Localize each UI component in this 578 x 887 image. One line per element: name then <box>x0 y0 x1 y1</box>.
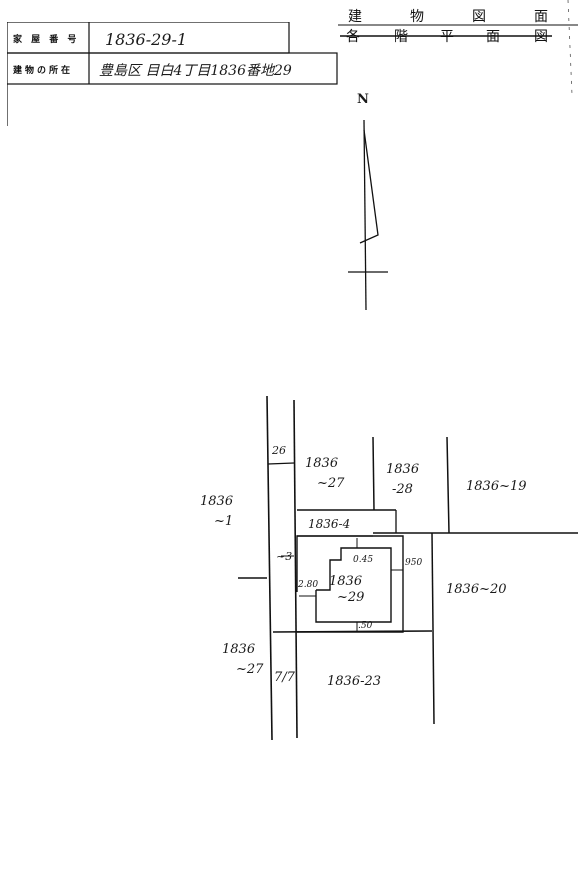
lot-number: 1836 <box>305 456 339 471</box>
lot-suffix: -28 <box>392 482 413 497</box>
lot-suffix: ~29 <box>337 590 365 605</box>
dimension-2-80: 2.80 <box>298 580 319 590</box>
lot-1836-23-label: 1836-23 <box>327 674 382 689</box>
title-char: 面 <box>534 9 548 25</box>
title-char: 図 <box>472 9 486 25</box>
dimension-950: 950 <box>405 558 423 568</box>
lot-1836-1-label: 1836 ~1 <box>200 492 233 532</box>
title-char: 面 <box>486 29 500 45</box>
lot-number: 1836 <box>386 462 420 477</box>
lot-suffix: ~1 <box>214 514 234 529</box>
title-char: 図 <box>534 29 548 45</box>
north-arrow-icon <box>348 119 388 311</box>
lot-1836-28-label: 1836 -28 <box>386 460 419 500</box>
title-char: 平 <box>440 29 454 45</box>
road-mark-label: 7/7 <box>274 670 295 685</box>
house-number-label: 家 屋 番 号 <box>13 35 80 45</box>
lot-1836-19-label: 1836~19 <box>466 479 527 494</box>
lot-1836-27-bottom-label: 1836 ~27 <box>222 640 263 680</box>
lot-number: 1836 <box>200 494 234 509</box>
house-number-value: 1836-29-1 <box>105 30 188 49</box>
title-char: 物 <box>410 9 424 25</box>
location-label: 建物の所在 <box>13 66 74 76</box>
header-table: 家 屋 番 号 1836-29-1 建物の所在 豊島区 目白4丁目1836番地2… <box>7 22 338 126</box>
lot-1836-29-label: 1836 ~29 <box>329 572 364 608</box>
lot-number: 1836 <box>329 574 363 589</box>
lot-suffix: ~27 <box>317 476 345 491</box>
location-value: 豊島区 目白4丁目1836番地29 <box>99 63 292 79</box>
lot-1836-27-top-label: 1836 ~27 <box>305 454 344 494</box>
lot-number: 1836 <box>222 642 256 657</box>
lot-1836-4-label: 1836-4 <box>308 517 351 531</box>
dimension-26: 26 <box>272 444 286 457</box>
header-grid <box>7 22 338 126</box>
lot-1836-20-label: 1836~20 <box>446 582 507 597</box>
title-char: 階 <box>394 29 408 45</box>
dimension-0-45: 0.45 <box>353 555 374 565</box>
dimension-50: .50 <box>358 621 373 631</box>
title-char: 各 <box>346 29 360 45</box>
lot-suffix: ~27 <box>236 662 264 677</box>
north-label: N <box>357 92 369 107</box>
title-char: 建 <box>348 9 362 25</box>
lot-1836-3-label: ~3 <box>276 550 293 563</box>
